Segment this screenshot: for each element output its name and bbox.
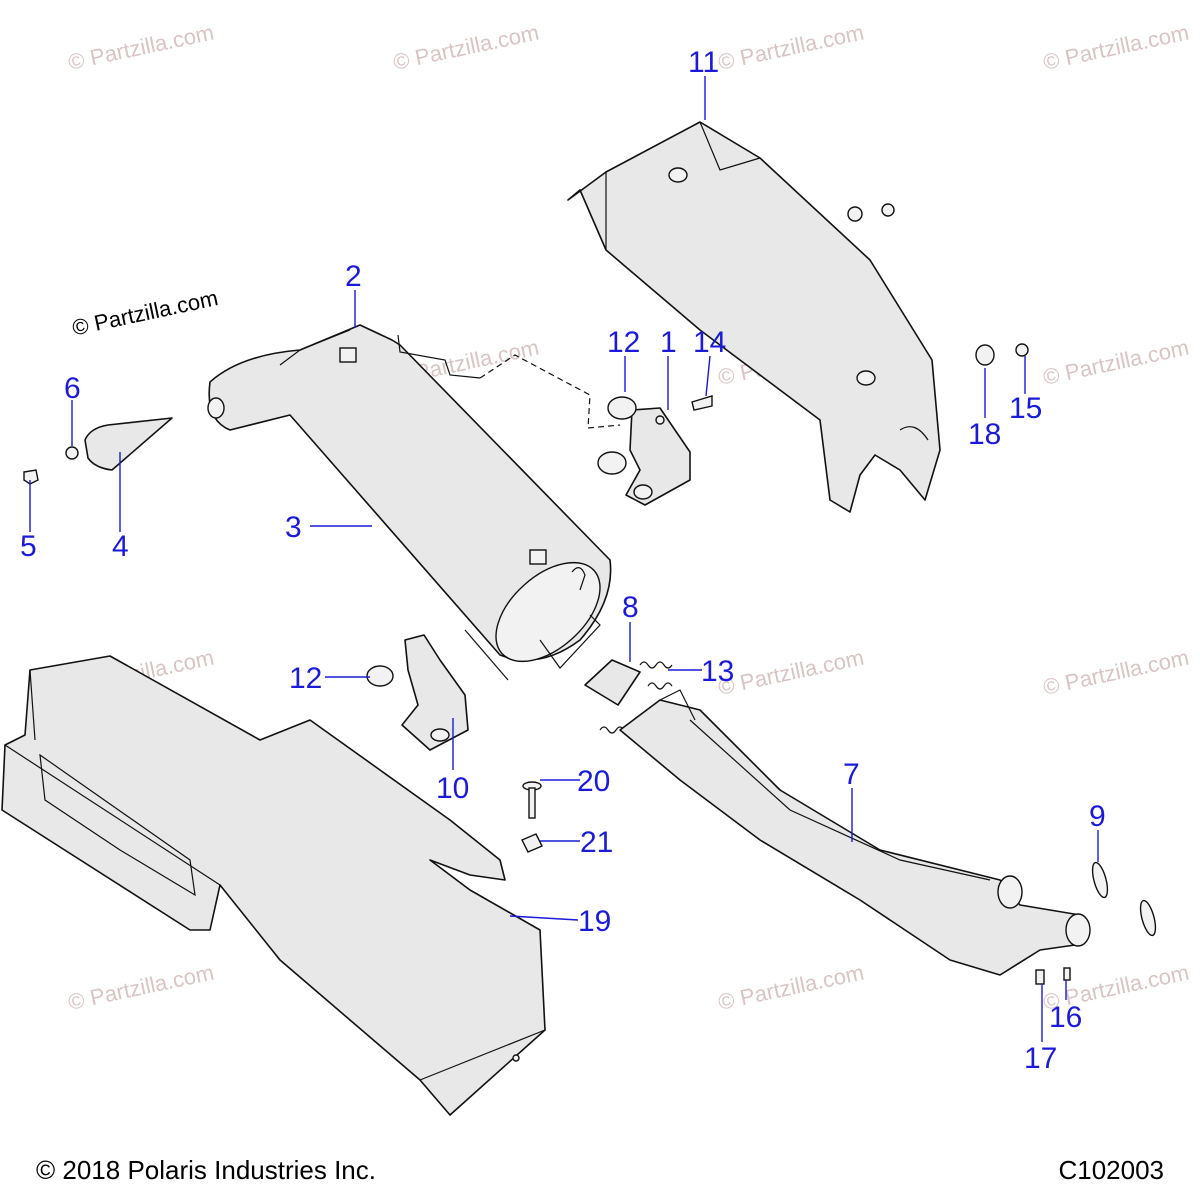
grommets: [366, 396, 637, 687]
watermark-text: © Partzilla.com: [391, 20, 541, 75]
callout-11[interactable]: 11: [688, 46, 719, 79]
watermark-text: © Partzilla.com: [716, 20, 866, 75]
callout-16[interactable]: 16: [1049, 1001, 1082, 1034]
bolt-14: [691, 395, 713, 411]
exhaust-gaskets-and-studs: [1035, 861, 1157, 985]
small-fasteners-left: [23, 446, 79, 485]
callout-3[interactable]: 3: [285, 511, 302, 544]
watermark-text: © Partzilla.com: [66, 960, 216, 1015]
screw-and-clip: [521, 781, 543, 853]
callout-14[interactable]: 14: [693, 326, 726, 359]
callout-2[interactable]: 2: [345, 260, 362, 293]
bracket-lower: [401, 634, 469, 751]
leader-lines: [29, 76, 1099, 1042]
watermark-text: © Partzilla.com: [66, 20, 216, 75]
callout-1[interactable]: 1: [660, 326, 677, 359]
callout-15[interactable]: 15: [1009, 392, 1042, 425]
heat-shield-upper: [567, 121, 941, 513]
spark-arrestor-cone: [84, 417, 173, 471]
callout-12-lower[interactable]: 12: [289, 662, 322, 695]
callout-18[interactable]: 18: [968, 418, 1001, 451]
callout-12-upper[interactable]: 12: [607, 326, 640, 359]
gasket-8: [584, 659, 641, 706]
callout-6[interactable]: 6: [64, 372, 81, 405]
watermark-text: © Partzilla.com: [1041, 645, 1191, 700]
watermark-text: © Partzilla.com: [1041, 335, 1191, 390]
callout-4[interactable]: 4: [112, 530, 129, 563]
muffler: [207, 324, 612, 681]
callout-10[interactable]: 10: [436, 772, 469, 805]
bracket-upper: [625, 407, 691, 506]
watermark-text: © Partzilla.com: [716, 645, 866, 700]
diagram-id: C102003: [1058, 1155, 1164, 1185]
hardware-shield-fasteners: [847, 203, 1029, 366]
head-pipe: [619, 689, 1091, 976]
callout-8[interactable]: 8: [622, 591, 639, 624]
watermark-text: © Partzilla.com: [716, 960, 866, 1015]
dashed-connection-line: [479, 354, 621, 429]
callout-19[interactable]: 19: [578, 905, 611, 938]
callout-20[interactable]: 20: [577, 765, 610, 798]
callout-21[interactable]: 21: [580, 826, 613, 859]
callout-17[interactable]: 17: [1024, 1042, 1057, 1075]
heat-shield-lower: [1, 655, 546, 1116]
callout-9[interactable]: 9: [1089, 800, 1106, 833]
watermark-text: © Partzilla.com: [1041, 20, 1191, 75]
copyright-text: © 2018 Polaris Industries Inc.: [36, 1155, 376, 1185]
callout-7[interactable]: 7: [843, 758, 860, 791]
callouts: 1 2 3 4 5 6 7 8 9 10 11 12 12 13 14 15 1…: [20, 46, 1106, 1075]
springs: [599, 661, 673, 734]
callout-5[interactable]: 5: [20, 530, 37, 563]
callout-13[interactable]: 13: [701, 655, 734, 688]
